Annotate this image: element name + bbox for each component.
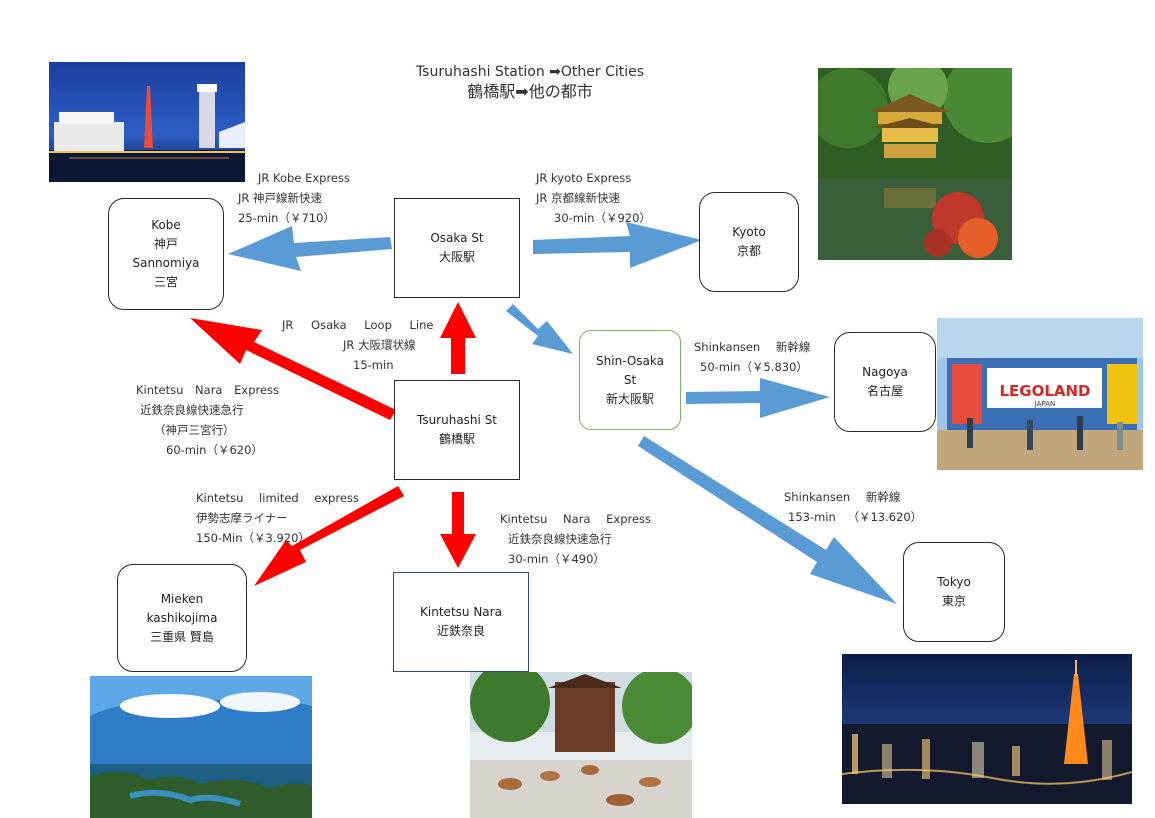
legoland-sign-text: LEGOLAND xyxy=(999,382,1090,400)
route-kintetsu-limited-line-3: 150-Min（￥3.920） xyxy=(196,531,310,545)
node-tokyo[interactable]: Tokyo 東京 xyxy=(903,542,1005,642)
route-loop-line-line-1: JR Osaka Loop Line xyxy=(282,318,434,332)
route-shinkansen-tokyo-line-2: 153-min （￥13.620） xyxy=(788,510,923,524)
route-label-kobe-express: JR Kobe Express JR 神戸線新快速 25-min（￥710） xyxy=(238,168,350,228)
node-nara[interactable]: Kintetsu Nara 近鉄奈良 xyxy=(393,572,529,672)
route-nara-express-kobe-line-1: Kintetsu Nara Express xyxy=(136,383,280,397)
route-nara-express-line-3: 30-min（￥490） xyxy=(508,552,605,566)
route-label-kintetsu-limited: Kintetsu limited express 伊勢志摩ライナー 150-Mi… xyxy=(196,488,359,548)
route-label-loop-line: JR Osaka Loop Line JR 大阪環状線 15-min xyxy=(282,315,434,375)
node-tsuruhashi[interactable]: Tsuruhashi St 鶴橋駅 xyxy=(394,380,520,480)
kobe-port-photo xyxy=(49,62,245,182)
node-nagoya[interactable]: Nagoya 名古屋 xyxy=(834,332,936,432)
route-kyoto-express-line-2: JR 京都線新快速 xyxy=(536,191,621,205)
route-nara-express-kobe-line-3: （神戸三宮行） xyxy=(154,423,235,437)
route-kobe-express-line-1: JR Kobe Express xyxy=(258,171,350,185)
arrow-tsuruhashi-to-osaka xyxy=(440,302,476,374)
title-japanese: 鶴橋駅➡他の都市 xyxy=(467,82,593,101)
arrow-shinosaka-to-tokyo xyxy=(638,436,897,604)
node-mieken-line-1: Mieken xyxy=(160,591,204,606)
node-kobe-line-1: Kobe xyxy=(151,218,181,232)
nara-deer-photo xyxy=(470,672,692,818)
tokyo-night-photo xyxy=(842,654,1132,804)
route-label-shinkansen-nagoya: Shinkansen 新幹線 50-min（￥5.830） xyxy=(694,337,810,377)
node-kobe-line-3: Sannomiya xyxy=(132,256,200,270)
arrow-tsuruhashi-to-kobe xyxy=(190,318,396,420)
node-tokyo-line-2: 東京 xyxy=(941,594,966,608)
route-kyoto-express-line-1: JR kyoto Express xyxy=(536,171,632,185)
arrow-shinosaka-to-nagoya xyxy=(686,378,830,418)
route-loop-line-line-2: JR 大阪環状線 xyxy=(342,338,416,352)
route-nara-express-kobe-line-4: 60-min（￥620） xyxy=(166,443,263,457)
route-label-kyoto-express: JR kyoto Express JR 京都線新快速 30-min（￥920） xyxy=(536,168,651,228)
node-shinosaka[interactable]: Shin-Osaka St 新大阪駅 xyxy=(579,330,681,430)
route-shinkansen-nagoya-line-1: Shinkansen 新幹線 xyxy=(694,340,811,354)
arrow-osaka-to-kyoto xyxy=(533,222,702,268)
node-kobe[interactable]: Kobe 神戸 Sannomiya 三宮 xyxy=(108,198,224,310)
legoland-sign-subtext: JAPAN xyxy=(1034,400,1056,408)
route-kintetsu-limited-line-1: Kintetsu limited express xyxy=(196,491,359,505)
route-nara-express-line-1: Kintetsu Nara Express xyxy=(500,512,652,526)
route-nara-express-line-2: 近鉄奈良線快速急行 xyxy=(508,532,612,546)
kyoto-temple-photo xyxy=(818,68,1012,260)
route-kobe-express-line-2: JR 神戸線新快速 xyxy=(238,191,323,205)
route-loop-line-line-3: 15-min xyxy=(353,358,394,372)
route-shinkansen-tokyo-line-1: Shinkansen 新幹線 xyxy=(784,490,901,504)
node-mieken-line-2: kashikojima xyxy=(146,610,218,625)
route-kyoto-express-line-3: 30-min（￥920） xyxy=(554,211,651,225)
route-label-nara-express-kobe: Kintetsu Nara Express 近鉄奈良線快速急行 （神戸三宮行） … xyxy=(136,380,279,460)
arrow-tsuruhashi-to-nara xyxy=(440,492,476,568)
node-mieken-line-3: 三重県 賢島 xyxy=(150,629,214,644)
node-tsuruhashi-line-2: 鶴橋駅 xyxy=(438,432,475,446)
node-shinosaka-line-1: Shin-Osaka xyxy=(596,353,664,368)
ise-shima-bay-photo xyxy=(90,676,312,818)
node-kyoto[interactable]: Kyoto 京都 xyxy=(699,192,799,292)
node-kobe-line-2: 神戸 xyxy=(153,237,178,251)
route-shinkansen-nagoya-line-2: 50-min（￥5.830） xyxy=(700,360,808,374)
node-tokyo-line-1: Tokyo xyxy=(937,575,971,589)
node-osaka[interactable]: Osaka St 大阪駅 xyxy=(394,198,520,298)
arrow-tsuruhashi-to-mieken xyxy=(254,486,404,586)
node-osaka-line-2: 大阪駅 xyxy=(438,250,475,264)
diagram-title: Tsuruhashi Station ➡Other Cities 鶴橋駅➡他の都… xyxy=(330,62,730,102)
route-kintetsu-limited-line-2: 伊勢志摩ライナー xyxy=(196,511,288,525)
title-english: Tsuruhashi Station ➡Other Cities xyxy=(415,64,645,80)
node-shinosaka-line-3: 新大阪駅 xyxy=(605,391,654,406)
arrow-osaka-to-kobe xyxy=(228,226,392,271)
node-kyoto-line-1: Kyoto xyxy=(732,225,766,239)
node-mieken[interactable]: Mieken kashikojima 三重県 賢島 xyxy=(117,564,247,672)
legoland-photo: LEGOLAND JAPAN xyxy=(937,318,1143,470)
node-kobe-line-4: 三宮 xyxy=(153,275,178,289)
route-label-shinkansen-tokyo: Shinkansen 新幹線 153-min （￥13.620） xyxy=(784,487,922,527)
node-tsuruhashi-line-1: Tsuruhashi St xyxy=(416,413,498,427)
node-osaka-line-1: Osaka St xyxy=(430,231,484,245)
node-shinosaka-line-2: St xyxy=(623,372,637,387)
node-kyoto-line-2: 京都 xyxy=(736,244,761,258)
route-nara-express-kobe-line-2: 近鉄奈良線快速急行 xyxy=(140,403,244,417)
node-nara-line-2: 近鉄奈良 xyxy=(436,624,485,638)
route-label-nara-express: Kintetsu Nara Express 近鉄奈良線快速急行 30-min（￥… xyxy=(500,509,651,569)
route-kobe-express-line-3: 25-min（￥710） xyxy=(238,211,335,225)
node-nagoya-line-1: Nagoya xyxy=(862,365,908,379)
node-nagoya-line-2: 名古屋 xyxy=(866,384,903,398)
arrow-osaka-to-shinosaka xyxy=(506,304,573,354)
node-nara-line-1: Kintetsu Nara xyxy=(420,605,502,619)
